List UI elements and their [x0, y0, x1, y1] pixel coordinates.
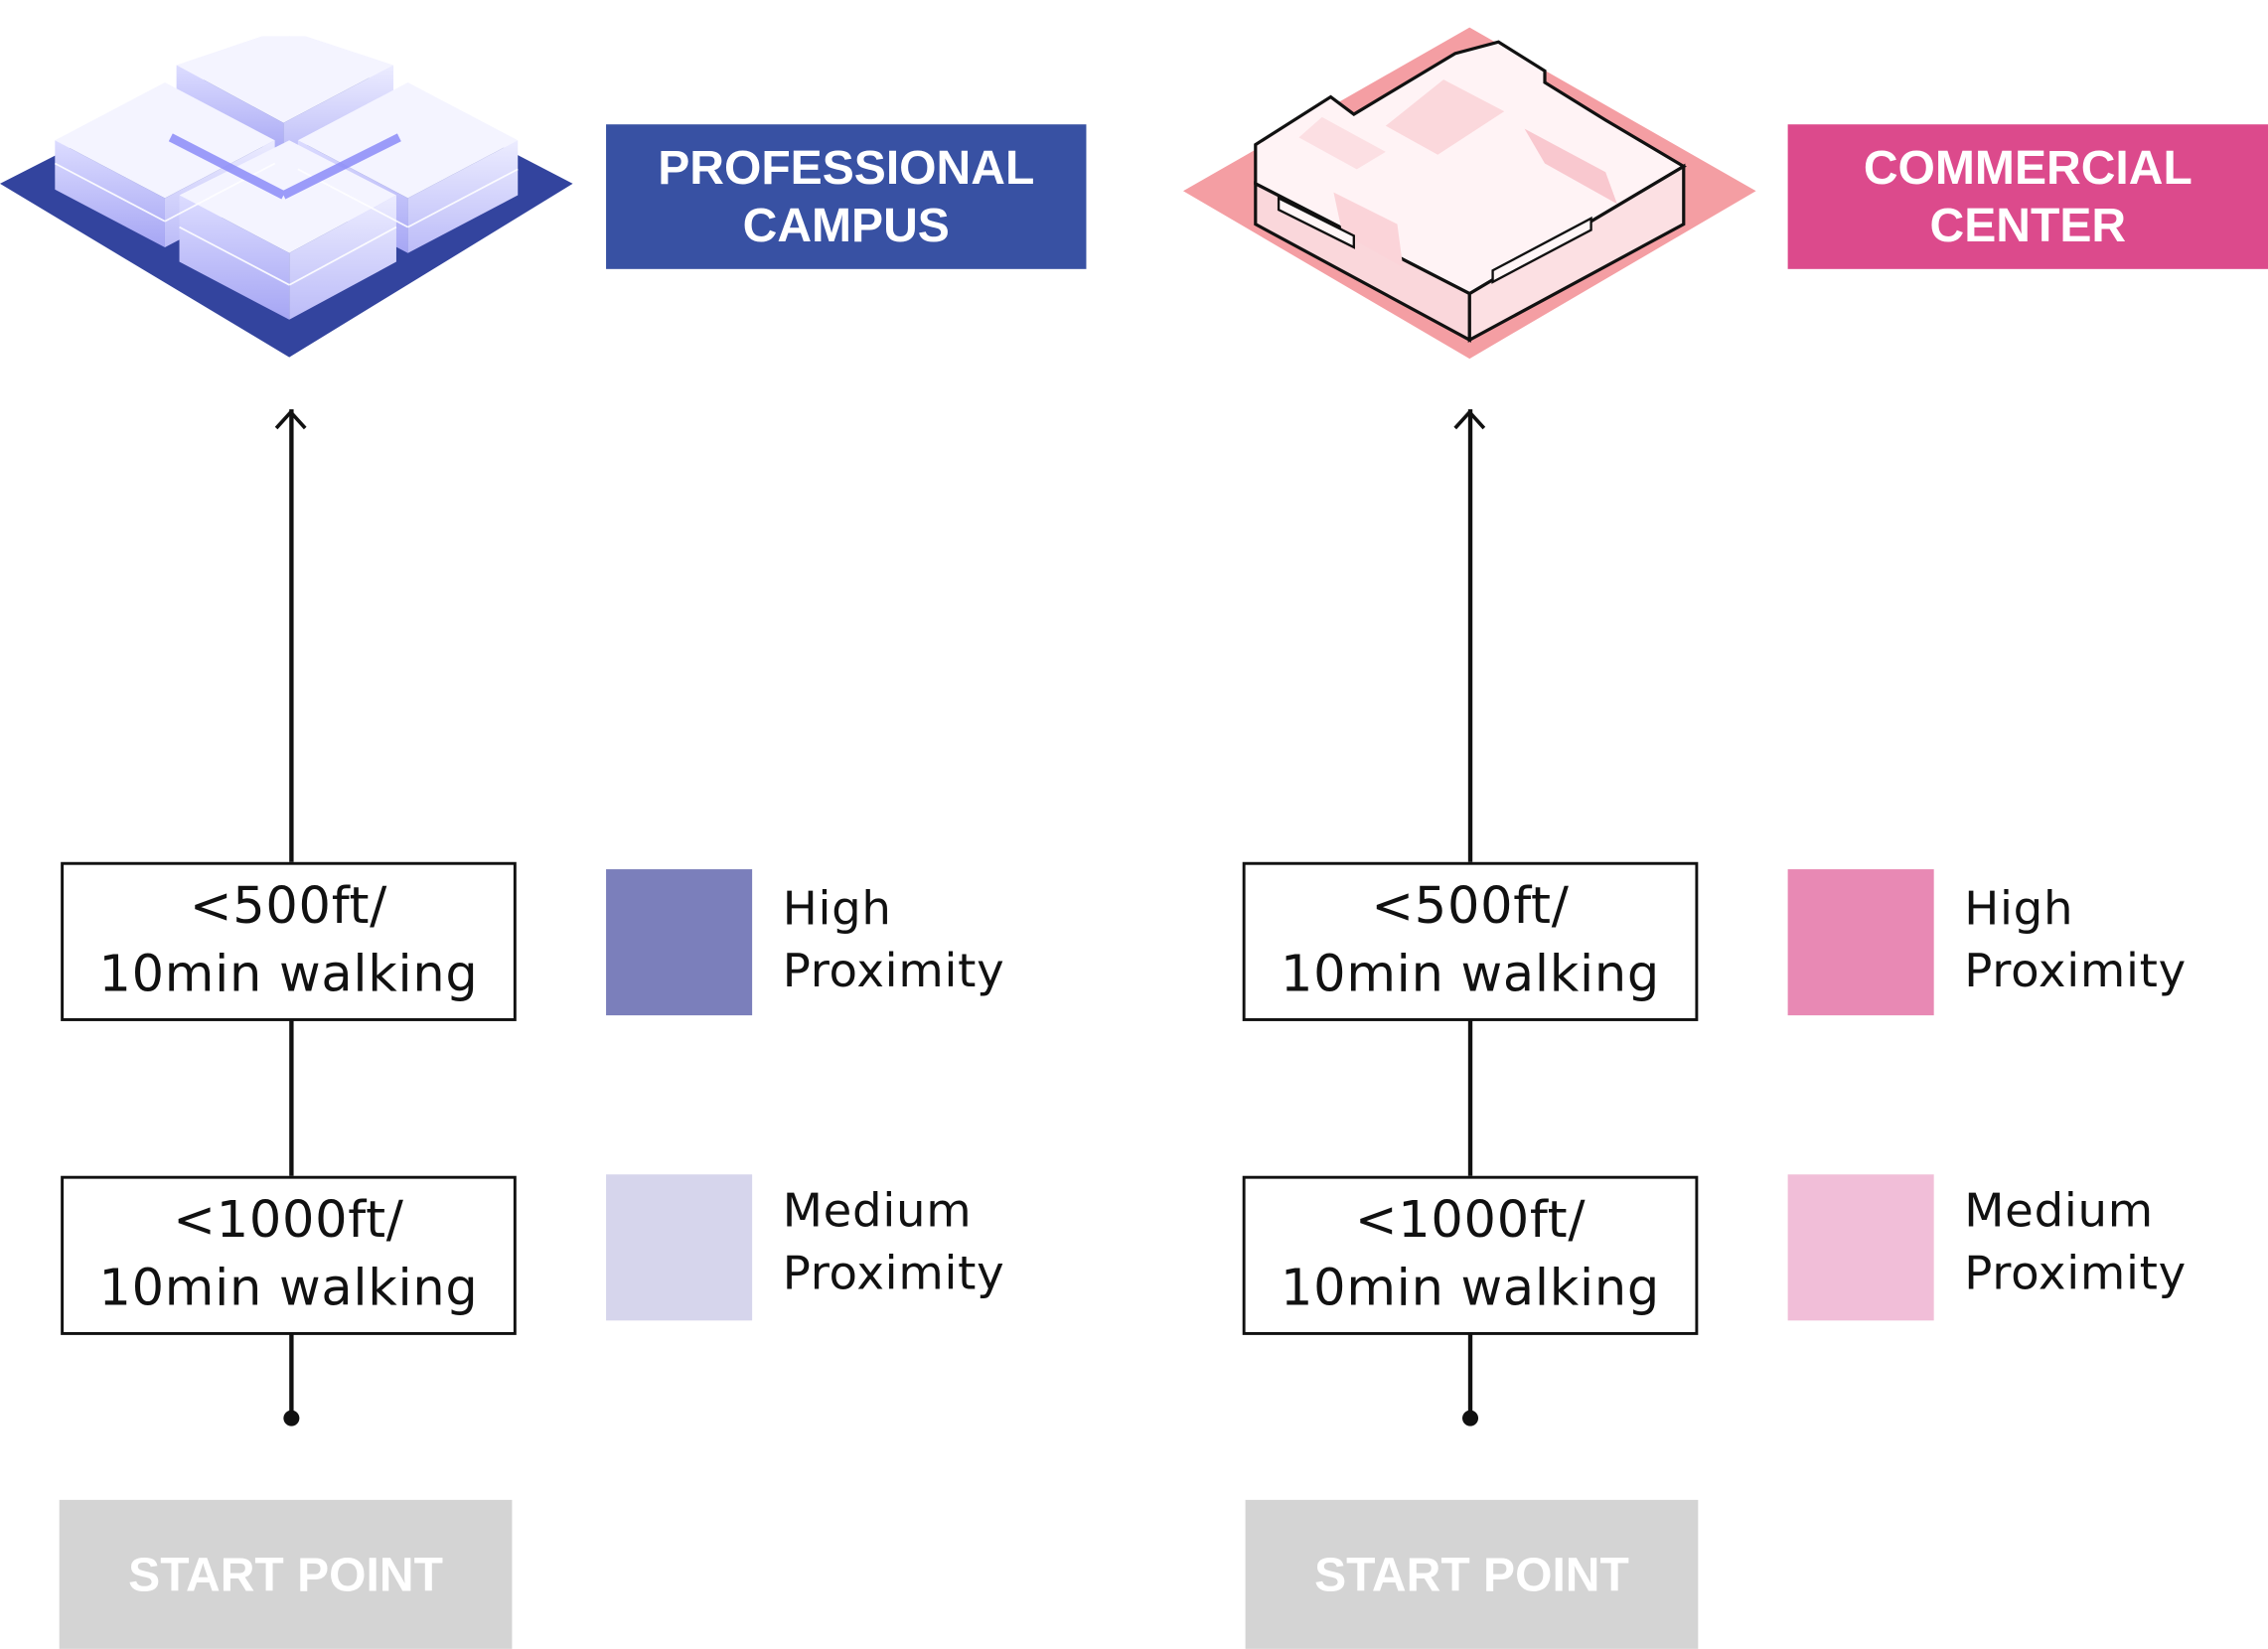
- legend-high-label: High Proximity: [1964, 878, 2187, 1002]
- distance-box-1000ft: <1000ft/ 10min walking: [1242, 1175, 1699, 1335]
- legend-medium-line2: Proximity: [1964, 1245, 2187, 1300]
- legend-high-line2: Proximity: [1964, 943, 2187, 998]
- distance-1000ft-line1: <1000ft/: [1354, 1191, 1587, 1250]
- distance-box-500ft: <500ft/ 10min walking: [1242, 861, 1699, 1021]
- start-dot: [283, 1410, 300, 1426]
- legend-high-line2: Proximity: [782, 943, 1005, 998]
- commercial-title: COMMERCIAL CENTER: [1787, 124, 2268, 269]
- path-line-middle: [289, 1019, 293, 1179]
- path-line-bottom: [1467, 1333, 1472, 1418]
- distance-box-500ft: <500ft/ 10min walking: [61, 861, 517, 1021]
- legend-medium-label: Medium Proximity: [783, 1180, 1005, 1304]
- distance-500ft-line1: <500ft/: [189, 877, 388, 937]
- start-point-label: START POINT: [1245, 1499, 1699, 1649]
- legend-medium-line1: Medium: [782, 1183, 973, 1239]
- path-line-middle: [1467, 1019, 1472, 1179]
- legend-high-line1: High: [1964, 880, 2074, 937]
- legend-medium-line1: Medium: [1964, 1183, 2154, 1239]
- legend-high-line1: High: [782, 880, 892, 937]
- campus-title-line2: CAMPUS: [742, 198, 950, 252]
- distance-500ft-line1: <500ft/: [1371, 877, 1570, 937]
- path-line-bottom: [289, 1333, 293, 1418]
- legend-medium-line2: Proximity: [782, 1245, 1005, 1300]
- path-line-top: [1467, 409, 1472, 865]
- mall-building-icon: [1183, 27, 1756, 360]
- start-point-label: START POINT: [59, 1499, 513, 1649]
- start-dot: [1462, 1410, 1479, 1426]
- distance-500ft-line2: 10min walking: [98, 946, 479, 1004]
- distance-1000ft-line2: 10min walking: [98, 1260, 479, 1318]
- office-blocks-icon: [0, 36, 573, 358]
- path-line-top: [289, 409, 293, 865]
- legend-medium-swatch: [1787, 1174, 1934, 1321]
- commercial-title-line2: CENTER: [1929, 198, 2127, 252]
- legend-high-label: High Proximity: [783, 878, 1005, 1002]
- distance-1000ft-line2: 10min walking: [1281, 1260, 1661, 1318]
- legend-high-swatch: [606, 869, 753, 1016]
- legend-high-swatch: [1787, 869, 1934, 1016]
- campus-title: PROFESSIONAL CAMPUS: [606, 124, 1087, 269]
- legend-medium-swatch: [606, 1174, 753, 1321]
- distance-box-1000ft: <1000ft/ 10min walking: [61, 1175, 517, 1335]
- legend-medium-label: Medium Proximity: [1964, 1180, 2187, 1304]
- campus-title-line1: PROFESSIONAL: [658, 140, 1035, 195]
- commercial-title-line1: COMMERCIAL: [1863, 140, 2192, 195]
- distance-500ft-line2: 10min walking: [1281, 946, 1661, 1004]
- distance-1000ft-line1: <1000ft/: [173, 1191, 404, 1250]
